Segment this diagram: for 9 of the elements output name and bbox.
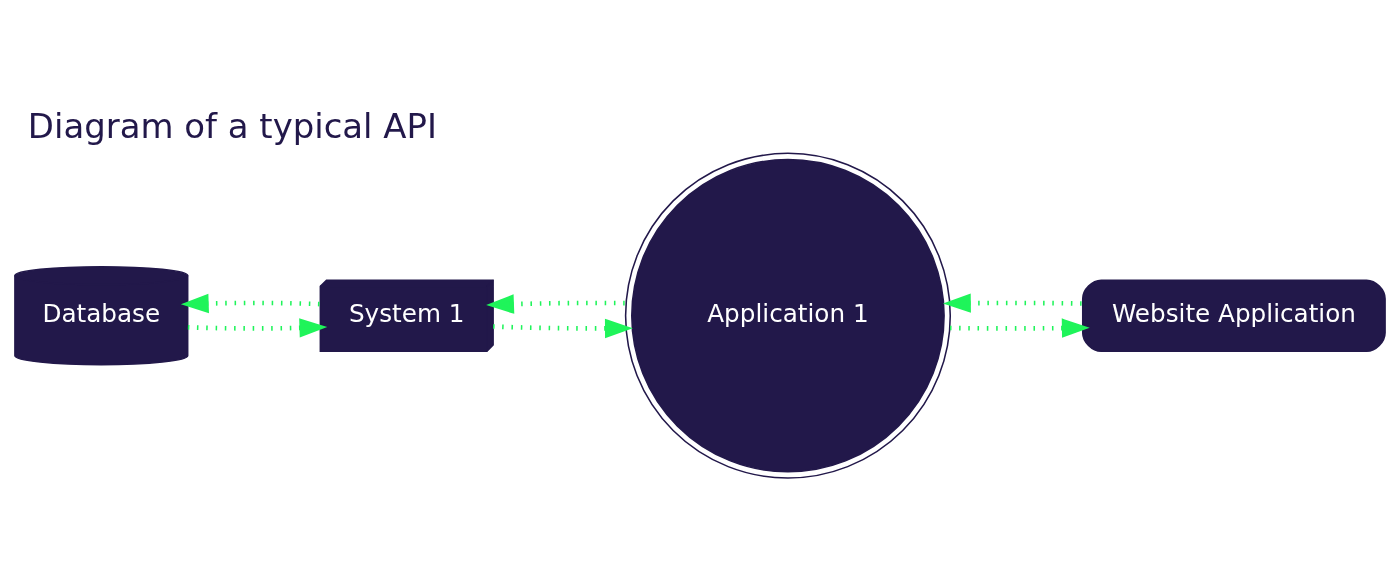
node-box: Website Application xyxy=(1081,278,1386,352)
arrow xyxy=(187,317,328,338)
arrow xyxy=(949,317,1090,338)
arrow xyxy=(486,293,626,314)
diagram-title: Diagram of a typical API xyxy=(27,105,437,145)
arrow xyxy=(493,318,633,338)
node-circle: Application 1 xyxy=(624,152,952,479)
arrow xyxy=(180,293,321,313)
arrow xyxy=(943,292,1083,313)
